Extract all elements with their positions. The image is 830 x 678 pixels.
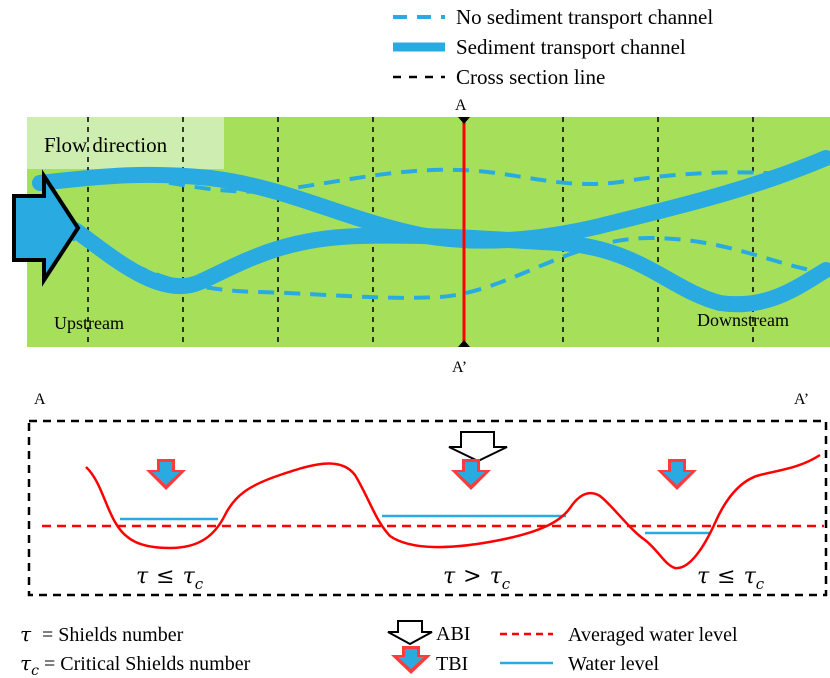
water-level-legend-label: Water level bbox=[568, 653, 660, 675]
cross-section-frame bbox=[27, 419, 828, 597]
water-levels bbox=[120, 514, 710, 535]
plan-view: Flow direction Upstream Downstream bbox=[12, 97, 830, 376]
marker-a-bottom bbox=[458, 340, 470, 347]
tau-definition: = Shields number bbox=[42, 624, 184, 646]
condition-tau-c: τ bbox=[744, 564, 757, 589]
upstream-label: Upstream bbox=[54, 313, 124, 333]
legend-cross-section-label: Cross section line bbox=[456, 65, 605, 89]
sediment-channel-lower bbox=[67, 222, 830, 313]
flow-direction-box bbox=[27, 117, 224, 169]
avg-water-legend-label: Averaged water level bbox=[568, 624, 738, 646]
condition-tau: τ bbox=[697, 564, 710, 589]
legend-no-sediment-label: No sediment transport channel bbox=[456, 5, 713, 29]
cross-section-view: A A’ bbox=[27, 391, 828, 597]
tau-c-subscript: c bbox=[31, 663, 39, 678]
tau-c-definition: = Critical Shields number bbox=[44, 653, 251, 675]
condition-operator: ≤ bbox=[717, 564, 735, 589]
cross-section-label-a: A bbox=[34, 391, 46, 408]
condition-operator: ≤ bbox=[156, 564, 174, 589]
condition-tau-c: τ bbox=[183, 564, 196, 589]
tbi-arrow-icon bbox=[451, 459, 491, 490]
condition-1: τ≤τc bbox=[136, 564, 204, 593]
condition-tau-c: τ bbox=[490, 564, 503, 589]
condition-tau: τ bbox=[443, 564, 456, 589]
sediment-channels bbox=[32, 150, 830, 313]
no-sediment-channel-lower bbox=[59, 233, 811, 300]
svg-text:τ≤τc: τ≤τc bbox=[136, 564, 204, 593]
svg-text:τ≤τc: τ≤τc bbox=[697, 564, 765, 593]
flow-direction-label: Flow direction bbox=[44, 133, 168, 157]
condition-tau: τ bbox=[136, 564, 149, 589]
condition-subscript: c bbox=[502, 575, 511, 593]
condition-3: τ≤τc bbox=[697, 564, 765, 593]
no-sediment-channel-upper bbox=[39, 167, 801, 194]
bottom-legend: τ = Shields number τc = Critical Shields… bbox=[20, 620, 738, 678]
condition-2: τ>τc bbox=[443, 564, 511, 593]
cross-section-label-a-prime: A’ bbox=[794, 391, 809, 408]
bed-profile-line bbox=[85, 453, 821, 570]
tbi-arrow-icon bbox=[146, 459, 186, 490]
top-legend: No sediment transport channel Sediment t… bbox=[393, 5, 713, 89]
legend-sediment-label: Sediment transport channel bbox=[456, 35, 686, 59]
condition-subscript: c bbox=[195, 575, 204, 593]
downstream-label: Downstream bbox=[697, 310, 789, 330]
no-sediment-channels bbox=[39, 167, 811, 300]
tbi-arrows bbox=[146, 459, 697, 490]
condition-subscript: c bbox=[756, 575, 765, 593]
abi-legend-icon bbox=[387, 620, 433, 646]
svg-text:τc: τc bbox=[20, 651, 39, 678]
section-label-a-prime: A’ bbox=[452, 359, 467, 376]
marker-a-top bbox=[458, 117, 470, 124]
svg-text:τ>τc: τ>τc bbox=[443, 564, 511, 593]
tbi-legend-icon bbox=[391, 646, 431, 674]
condition-operator: > bbox=[463, 564, 481, 589]
abi-arrow-icon bbox=[448, 431, 508, 463]
tbi-legend-label: TBI bbox=[436, 653, 468, 675]
abi-legend-label: ABI bbox=[436, 623, 470, 645]
tbi-arrow-icon bbox=[657, 459, 697, 490]
section-label-a: A bbox=[455, 97, 467, 114]
flow-arrow-icon bbox=[12, 169, 81, 287]
tau-c-symbol: τ bbox=[20, 651, 32, 675]
tau-symbol: τ bbox=[20, 622, 32, 646]
